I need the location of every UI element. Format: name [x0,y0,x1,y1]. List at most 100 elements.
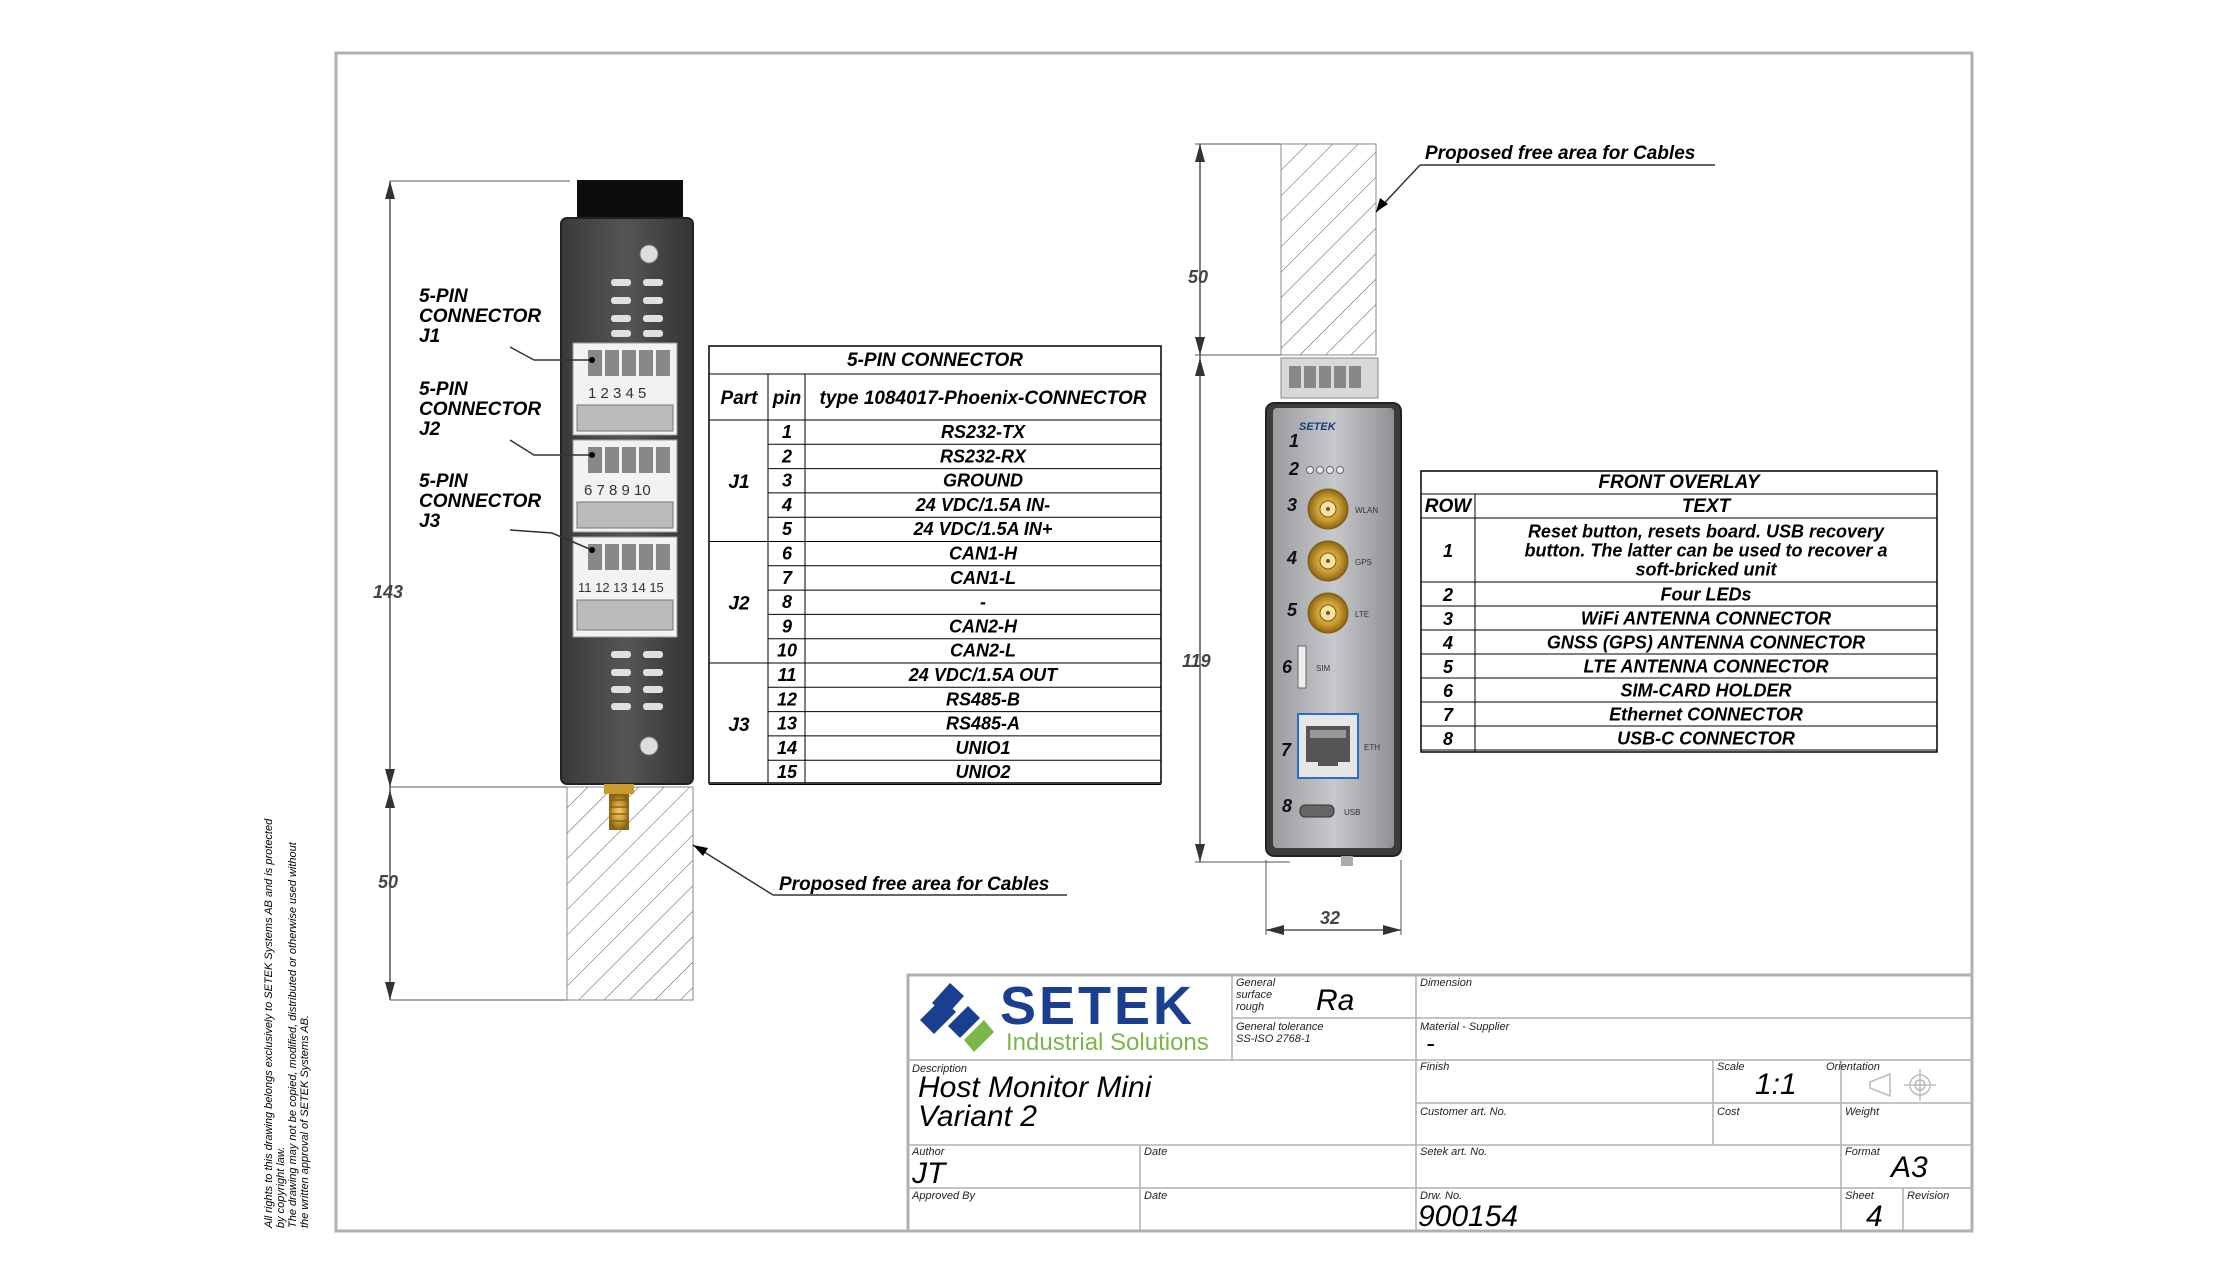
pin-signal: UNIO1 [955,738,1010,758]
overlay-row-text: WiFi ANTENNA CONNECTOR [1581,609,1831,629]
notice-line-2: by copyright law. [275,1147,287,1228]
free-area-right [1280,143,1377,356]
format-value: A3 [1889,1151,1928,1184]
wlan-label: WLAN [1355,506,1378,515]
pin-table-header-pin: pin [772,388,802,409]
pin-signal: 24 VDC/1.5A IN- [915,495,1050,515]
approved-by-label: Approved By [911,1190,976,1202]
overlay-row-text: LTE ANTENNA CONNECTOR [1584,657,1829,677]
lte-label: LTE [1355,610,1369,619]
finish-label: Finish [1420,1061,1449,1073]
part-label: J3 [728,715,750,736]
overlay-row-number: 2 [1442,585,1453,605]
date-2-label: Date [1144,1190,1167,1202]
pin-signal: GROUND [943,471,1023,491]
dimension-50-left: 50 [378,872,398,892]
setek-art-label: Setek art. No. [1420,1146,1487,1158]
pin-signal: RS232-RX [940,446,1027,466]
callout-j2-line3: J2 [419,419,441,440]
lte-antenna-connector-icon [1307,592,1349,634]
front-table-header-text: TEXT [1682,496,1732,517]
material-value: - [1426,1028,1435,1058]
scale-label: Scale [1717,1061,1745,1073]
drawing-number-label: Drw. No. [1420,1190,1462,1202]
weight-label: Weight [1845,1106,1880,1118]
front-row-8: 8 [1282,796,1292,816]
cost-label: Cost [1717,1106,1741,1118]
front-row-5: 5 [1287,600,1298,620]
usb-label: USB [1344,808,1360,817]
pin-signal: CAN2-L [950,641,1016,661]
pin-number: 9 [782,616,792,636]
projection-symbol-icon [1869,1069,1936,1101]
right-device-view: 50 119 32 SETEK 1 2 3 4 5 6 7 8 [1182,143,1715,935]
callout-j2: 5-PIN CONNECTOR J2 [419,379,541,440]
pin-signal: RS485-B [946,689,1020,709]
orientation-label: Orientation [1826,1061,1880,1073]
connector-j3: 11 12 13 14 15 [572,536,678,638]
pin-signal: CAN1-L [950,568,1016,588]
left-device-view: 143 50 1 2 3 4 5 6 [373,180,1067,1001]
front-row-3: 3 [1287,495,1297,515]
overlay-row-number: 6 [1443,681,1454,701]
revision-label: Revision [1907,1190,1949,1202]
front-row-7: 7 [1281,740,1292,760]
sheet-label: Sheet [1845,1190,1875,1202]
part-label: J1 [728,472,749,493]
dimension-50-right: 50 [1188,267,1208,287]
callout-j1-line3: J1 [419,326,440,347]
dimension-119: 119 [1182,651,1211,671]
title-block: SETEK Industrial Solutions General surfa… [906,973,1974,1233]
pin-table-header-part: Part [721,388,759,409]
screw-icon [639,244,659,264]
description-label: Description [912,1063,967,1075]
format-label: Format [1845,1146,1881,1158]
connector-j1: 1 2 3 4 5 [572,342,678,436]
pin-number: 5 [782,519,793,539]
material-label: Material - Supplier [1420,1021,1511,1033]
led-indicators [1306,466,1344,474]
date-label: Date [1144,1146,1167,1158]
general-surface-label-1: General [1236,977,1276,989]
free-area-left [566,786,694,1001]
overlay-row-number: 7 [1443,705,1454,725]
overlay-row-text: Reset button, resets board. USB recovery [1528,522,1885,542]
callout-j1-line2: CONNECTOR [419,306,541,327]
part-label: J2 [728,593,750,614]
surface-value: Ra [1316,984,1354,1017]
overlay-row-text: GNSS (GPS) ANTENNA CONNECTOR [1547,633,1865,653]
vent-slots-bottom [611,651,663,710]
pin-signal: RS232-TX [941,422,1026,442]
pin-signal: UNIO2 [955,762,1010,782]
sheet-value: 4 [1866,1200,1883,1233]
wifi-antenna-connector-icon [1307,488,1349,530]
top-connector-block [577,180,683,218]
sim-label: SIM [1316,664,1331,673]
pin-number: 14 [777,738,797,758]
dimension-143: 143 [373,582,403,602]
description-line-2: Variant 2 [918,1100,1037,1133]
front-table-title: FRONT OVERLAY [1598,472,1761,493]
pin-number: 7 [782,568,793,588]
free-area-right-label: Proposed free area for Cables [1425,143,1695,164]
front-row-1: 1 [1289,431,1299,451]
pin-signal: 24 VDC/1.5A IN+ [913,519,1053,539]
callout-j2-line1: 5-PIN [419,379,469,400]
pin-signal: CAN1-H [949,544,1018,564]
notice-line-1: All rights to this drawing belongs exclu… [263,818,275,1229]
front-brand: SETEK [1299,421,1337,433]
dimension-label: Dimension [1420,977,1472,989]
front-row-4: 4 [1286,548,1297,568]
customer-art-label: Customer art. No. [1420,1106,1507,1118]
overlay-row-text: Ethernet CONNECTOR [1609,705,1803,725]
pin-numbers-j1: 1 2 3 4 5 [588,385,646,402]
pin-number: 12 [777,689,797,709]
general-surface-label-2: surface [1236,989,1272,1001]
pin-signal: CAN2-H [949,616,1018,636]
general-tolerance-label: General tolerance [1236,1021,1323,1033]
front-row-2: 2 [1288,459,1299,479]
eth-label: ETH [1364,743,1380,752]
notice-line-3: The drawing may not be copied, modified,… [287,841,299,1228]
overlay-row-text: Four LEDs [1660,585,1751,605]
